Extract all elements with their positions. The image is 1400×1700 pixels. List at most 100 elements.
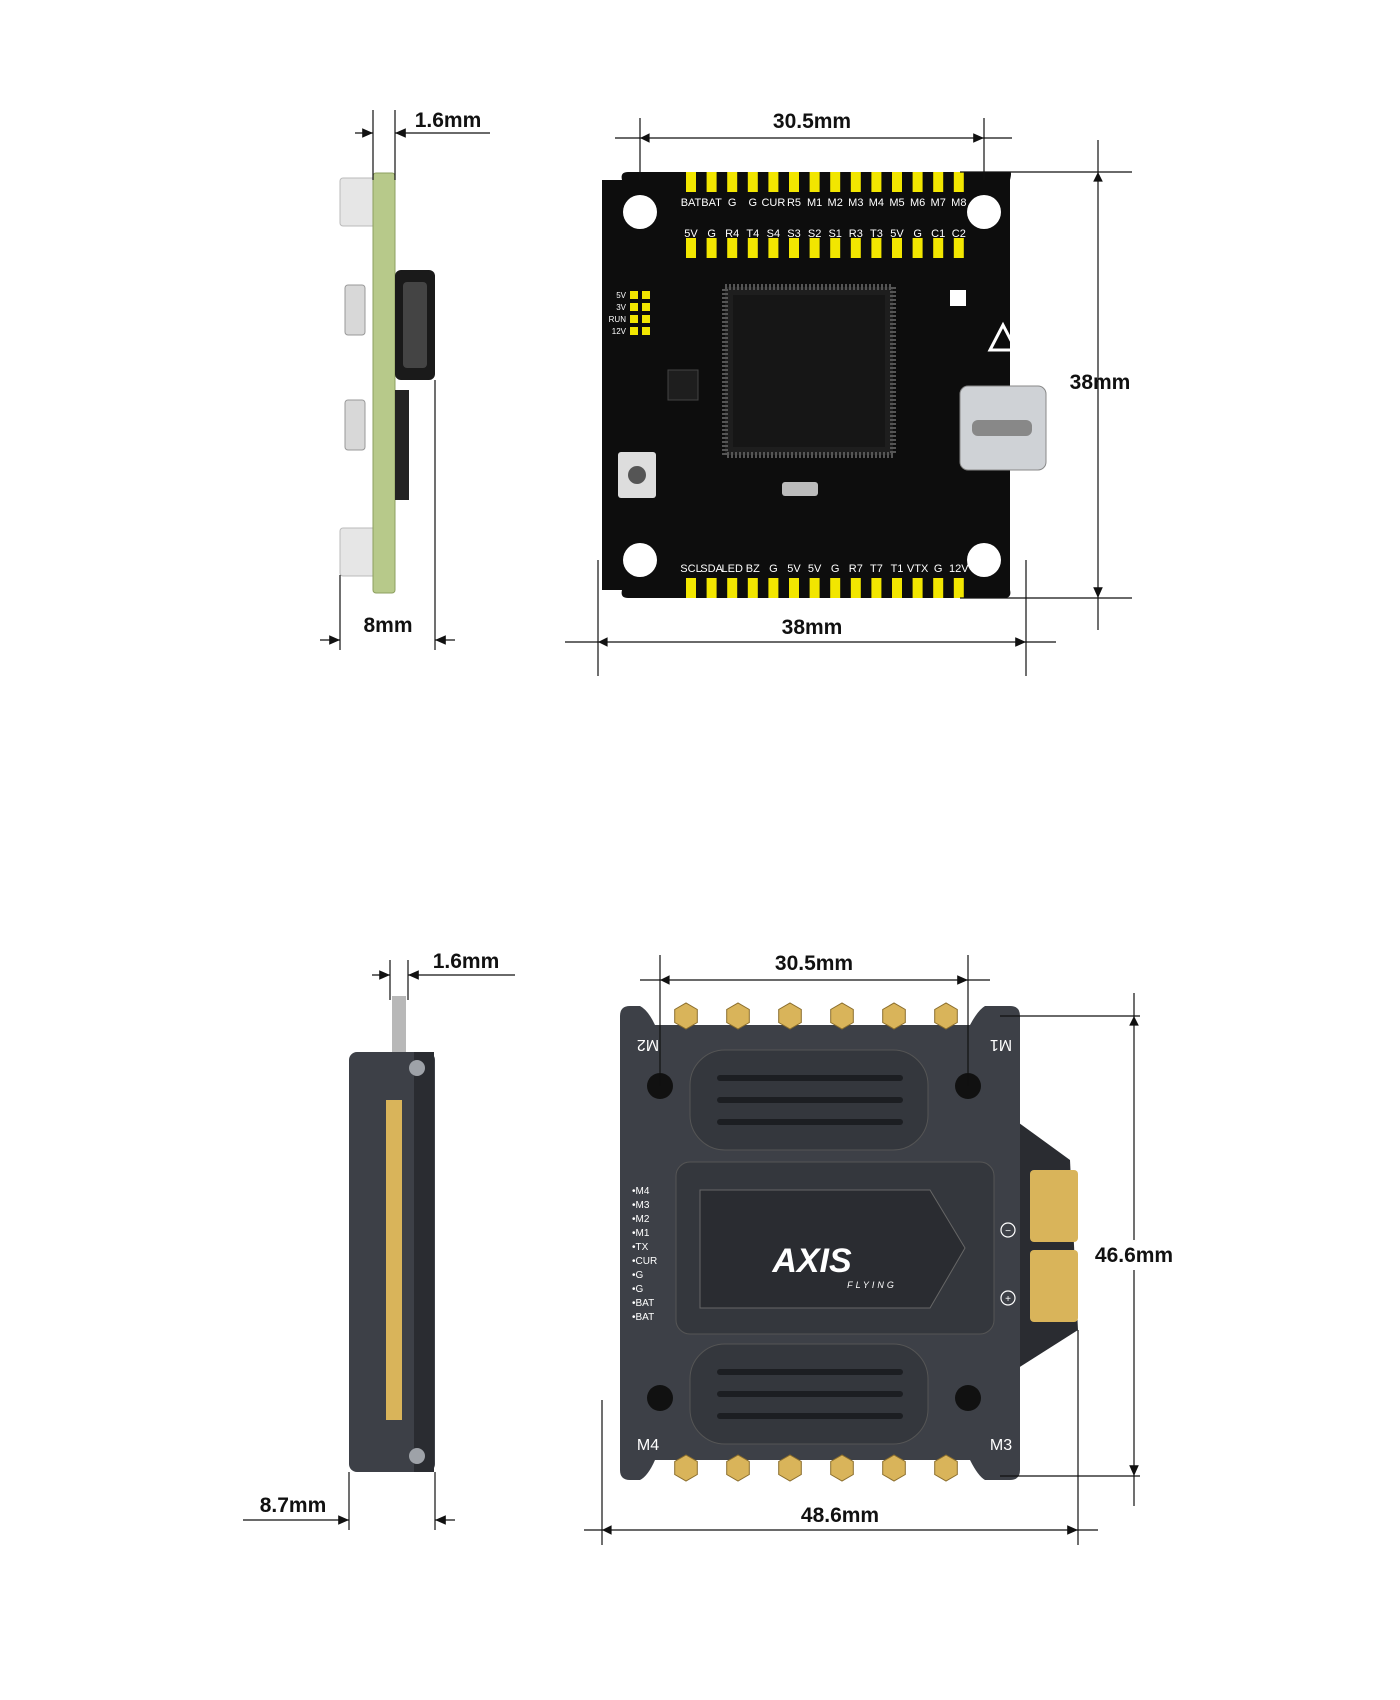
esc-motor-pad	[882, 1454, 906, 1482]
esc-side-screw	[409, 1060, 425, 1076]
fc-width-label: 38mm	[782, 616, 843, 639]
fc-top-pad	[850, 172, 861, 192]
fc-pin-label: M3	[848, 197, 863, 209]
fc-led-label: 12V	[612, 327, 627, 336]
fc-side-height-label: 8mm	[363, 614, 412, 637]
fc-top-pad	[912, 238, 923, 258]
esc-polarity-positive-icon	[1000, 1290, 1016, 1306]
fc-top-pad	[892, 172, 902, 192]
esc-side-heatsink	[414, 1052, 434, 1472]
fc-bottom-pad	[892, 578, 902, 598]
esc-power-pad-negative	[1030, 1170, 1078, 1242]
fc-pin-label: T4	[746, 228, 759, 240]
fc-top-pad	[830, 172, 841, 192]
fc-pin-label: M6	[910, 197, 925, 209]
fc-top-pad	[747, 172, 758, 192]
esc-width-label: 48.6mm	[801, 1504, 879, 1527]
esc-motor-pad	[934, 1002, 958, 1030]
esc-mount-spacing-label: 30.5mm	[775, 952, 853, 975]
fc-pin-label: R7	[849, 563, 863, 575]
fc-pin-label: G	[769, 563, 778, 575]
esc-side-thickness-label: 1.6mm	[433, 950, 500, 973]
fc-usb-port	[403, 282, 427, 368]
fc-pin-label: 5V	[808, 563, 822, 575]
esc-side-pad-label: •M1	[632, 1228, 650, 1239]
fc-top-pad	[871, 172, 882, 192]
fc-bottom-pads	[686, 578, 964, 598]
fc-mount-hole	[967, 543, 1001, 577]
fc-pin-label: S2	[808, 228, 821, 240]
esc-motor-label-m4: M4	[637, 1437, 659, 1454]
esc-motor-pad	[882, 1002, 906, 1030]
fc-led-pad	[630, 303, 638, 311]
fc-top-pad	[768, 238, 779, 258]
fc-top-pad	[850, 238, 861, 258]
esc-side-pad-label: •M4	[632, 1186, 650, 1197]
esc-motor-pad	[726, 1002, 750, 1030]
esc-motor-pad	[778, 1002, 802, 1030]
fc-pin-label: S4	[767, 228, 780, 240]
fc-pin-label: T3	[870, 228, 883, 240]
esc-polarity-negative-icon	[1000, 1222, 1016, 1238]
fc-pin-label: 5V	[890, 228, 904, 240]
esc-logo-sub: FLYING	[847, 1280, 897, 1290]
fc-led-label: RUN	[609, 315, 627, 324]
fc-pin-label: BZ	[746, 563, 760, 575]
esc-logo: AXIS	[771, 1242, 852, 1280]
fc-top-pad	[789, 172, 799, 192]
esc-motor-pad	[830, 1454, 854, 1482]
esc-side-screw	[409, 1448, 425, 1464]
fc-bottom-pad	[871, 578, 882, 598]
fc-crystal	[782, 482, 818, 496]
esc-mount-hole	[647, 1385, 673, 1411]
fc-top-pad	[953, 238, 964, 258]
fc-pin-label: BAT	[681, 197, 702, 209]
esc-polarity-negative: −	[1005, 1226, 1011, 1237]
esc-side-view: 1.6mm 8.7mm	[243, 950, 515, 1530]
esc-motor-pad	[778, 1454, 802, 1482]
esc-side-pad-label: •M3	[632, 1200, 650, 1211]
fc-bottom-pad	[850, 578, 861, 598]
fc-side-component	[344, 399, 366, 451]
esc-top-view: AXIS FLYING M2 M1 M4 M3 •M4•M3•M2•M1•TX•…	[584, 952, 1180, 1545]
fc-led-label: 3V	[616, 303, 626, 312]
fc-pin-label: SDA	[700, 563, 723, 575]
fc-pin-label: T1	[891, 563, 904, 575]
esc-side-gold-pads	[386, 1100, 402, 1420]
esc-polarity-positive: +	[1005, 1294, 1011, 1305]
fc-bottom-pad	[686, 578, 696, 598]
fc-top-pad	[809, 172, 820, 192]
fc-bottom-pad	[768, 578, 779, 598]
fc-mount-hole	[967, 195, 1001, 229]
fc-pin-label: 12V	[949, 563, 969, 575]
esc-motor-label-m1: M1	[990, 1036, 1012, 1053]
fc-mcu-chip	[733, 295, 885, 447]
fc-usb-c-opening	[972, 420, 1032, 436]
fc-top-pad	[768, 172, 779, 192]
esc-mount-hole	[955, 1385, 981, 1411]
fc-side-view: 1.6mm 8mm	[320, 109, 490, 650]
fc-led-pad	[642, 315, 650, 323]
fc-led-label: 5V	[616, 291, 626, 300]
esc-side-pin	[392, 996, 406, 1052]
fc-top-pad	[871, 238, 882, 258]
fc-height-label: 38mm	[1070, 371, 1131, 394]
fc-pin-label: BAT	[701, 197, 722, 209]
esc-motor-pads-top	[674, 1002, 958, 1030]
esc-motor-pad	[674, 1002, 698, 1030]
fc-top-pad	[727, 238, 738, 258]
esc-motor-pad	[934, 1454, 958, 1482]
fc-pin-label: LED	[721, 563, 742, 575]
fc-mount-hole	[623, 195, 657, 229]
fc-pin-label: SCL	[680, 563, 701, 575]
fc-pin-label: M1	[807, 197, 822, 209]
fc-bottom-pad	[953, 578, 964, 598]
fc-side-connector	[339, 527, 377, 577]
esc-motor-pad	[726, 1454, 750, 1482]
fc-top-pad	[686, 238, 696, 258]
fc-pin-label: CUR	[761, 197, 785, 209]
